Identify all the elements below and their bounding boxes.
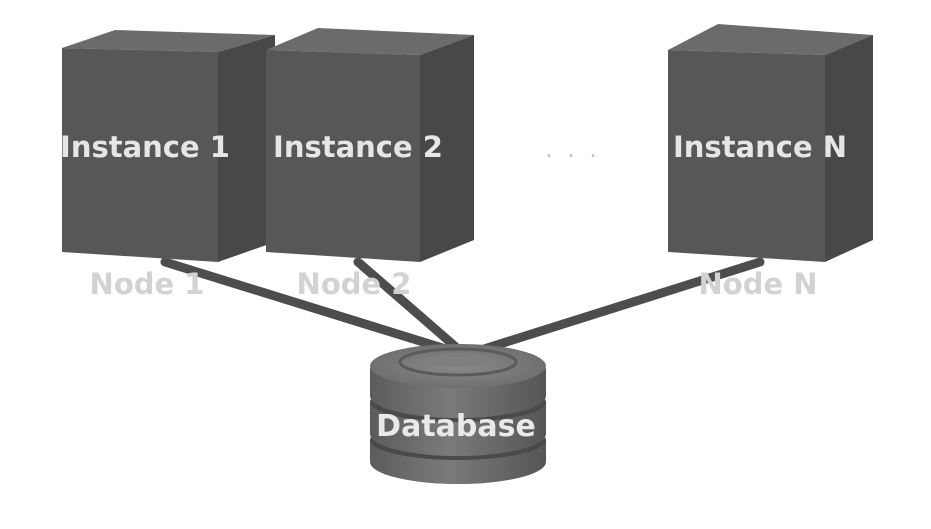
instance-1-front-face (62, 48, 218, 262)
instance-2-front-face (266, 50, 420, 262)
instance-1-side-face (218, 35, 275, 262)
connectors (160, 257, 765, 360)
instance-1-box: Instance 1 (60, 30, 275, 262)
database-top-ring (398, 347, 518, 377)
database-cylinder: Database (370, 344, 546, 484)
instance-n-top-face (668, 24, 873, 55)
instance-1-top-face (62, 30, 275, 52)
instance-n-front-face (668, 50, 825, 262)
connector-node-n (460, 257, 765, 360)
instance-1-label: Instance 1 (60, 130, 230, 164)
connector-node-1 (160, 257, 470, 360)
instance-n-box: Instance N (668, 24, 873, 262)
instance-2-label: Instance 2 (273, 130, 443, 164)
node-2-label: Node 2 (297, 267, 412, 301)
connector-node-2 (353, 257, 470, 360)
instance-n-side-face (825, 35, 873, 262)
node-1-label: Node 1 (90, 267, 205, 301)
database-top-hub (428, 353, 488, 367)
ellipsis: . . . (546, 138, 601, 163)
instance-2-box: Instance 2 (266, 28, 474, 262)
node-n-label: Node N (699, 267, 818, 301)
instance-2-side-face (420, 35, 474, 262)
database-label: Database (376, 409, 536, 444)
instance-2-top-face (266, 28, 474, 55)
instance-n-label: Instance N (673, 130, 847, 164)
